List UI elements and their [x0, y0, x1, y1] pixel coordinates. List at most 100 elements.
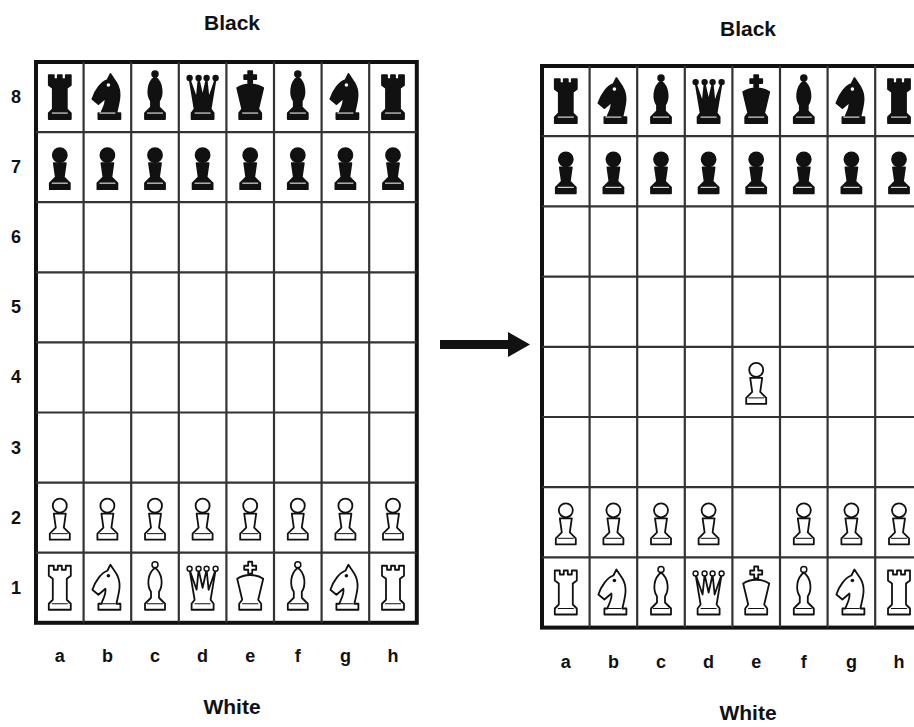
piece-detail — [52, 183, 68, 184]
piece-detail — [796, 608, 812, 609]
rank-number: 8 — [11, 88, 21, 106]
grid-line — [542, 486, 914, 488]
piece-eye — [345, 574, 349, 578]
piece-detail — [558, 608, 574, 609]
piece-outline — [606, 503, 620, 517]
grid-line — [826, 66, 828, 628]
piece-detail — [605, 117, 621, 118]
chess-piece — [335, 148, 355, 189]
piece-detail — [99, 603, 115, 604]
piece-outline — [699, 167, 719, 193]
chess-piece — [603, 503, 623, 544]
piece-detail — [385, 603, 401, 604]
piece-outline — [844, 503, 858, 517]
chess-piece — [794, 152, 814, 193]
piece-outline — [193, 514, 213, 540]
transition-arrow — [440, 332, 530, 357]
piece-outline — [53, 499, 67, 513]
piece-detail — [891, 187, 907, 188]
chess-piece — [97, 499, 117, 540]
piece-detail — [99, 183, 115, 184]
piece-outline — [100, 499, 114, 513]
piece-outline — [801, 75, 807, 81]
piece-outline — [295, 71, 301, 77]
piece-outline — [892, 503, 906, 517]
piece-outline — [746, 167, 766, 193]
chess-piece — [794, 75, 814, 123]
piece-outline — [794, 573, 814, 615]
piece-detail — [796, 538, 812, 539]
piece-outline — [559, 503, 573, 517]
chess-piece — [651, 75, 671, 123]
piece-outline — [836, 78, 864, 123]
chess-piece — [335, 499, 355, 540]
piece-outline — [693, 571, 698, 576]
piece-outline — [710, 571, 715, 576]
side-label: Black — [204, 12, 260, 33]
chess-piece — [693, 80, 724, 124]
chess-piece — [889, 503, 909, 544]
piece-outline — [196, 76, 201, 81]
piece-outline — [383, 163, 403, 189]
grid-line — [321, 62, 323, 623]
grid-line — [779, 66, 781, 628]
piece-outline — [196, 566, 201, 571]
chess-piece — [240, 148, 260, 189]
piece-outline — [100, 148, 114, 162]
piece-detail — [337, 113, 353, 114]
file-letter: c — [656, 653, 666, 671]
chess-piece — [288, 148, 308, 189]
chess-piece — [288, 71, 308, 119]
chess-piece — [145, 562, 165, 610]
piece-outline — [330, 565, 358, 610]
chess-piece — [382, 75, 404, 119]
chess-piece — [693, 571, 724, 615]
piece-outline — [746, 378, 766, 404]
piece-detail — [147, 533, 163, 534]
piece-outline — [797, 503, 811, 517]
piece-detail — [843, 538, 859, 539]
piece-detail — [748, 608, 764, 609]
piece-detail — [195, 603, 211, 604]
piece-outline — [148, 148, 162, 162]
chess-piece — [651, 503, 671, 544]
piece-outline — [693, 80, 698, 85]
piece-detail — [195, 113, 211, 114]
piece-detail — [605, 608, 621, 609]
piece-outline — [888, 571, 910, 615]
piece-outline — [213, 566, 218, 571]
piece-detail — [99, 533, 115, 534]
piece-detail — [290, 603, 306, 604]
file-letter: d — [197, 647, 208, 665]
chess-piece — [699, 503, 719, 544]
piece-outline — [556, 167, 576, 193]
piece-detail — [843, 187, 859, 188]
piece-outline — [749, 363, 763, 377]
piece-eye — [107, 83, 111, 87]
piece-outline — [291, 148, 305, 162]
grid-line — [542, 205, 914, 207]
chess-piece — [145, 71, 165, 119]
rank-number: 4 — [11, 368, 21, 386]
piece-detail — [52, 113, 68, 114]
chess-piece — [556, 152, 576, 193]
piece-detail — [242, 183, 258, 184]
piece-outline — [244, 71, 256, 83]
piece-outline — [145, 568, 165, 610]
grid-line — [542, 556, 914, 558]
side-label: Black — [720, 18, 776, 39]
grid-line — [542, 135, 914, 137]
piece-outline — [288, 514, 308, 540]
chess-piece — [288, 499, 308, 540]
piece-outline — [794, 81, 814, 123]
piece-outline — [204, 76, 209, 81]
piece-detail — [701, 187, 717, 188]
piece-eye — [613, 87, 617, 91]
piece-outline — [749, 152, 763, 166]
piece-outline — [244, 562, 256, 574]
piece-detail — [385, 533, 401, 534]
piece-outline — [658, 567, 664, 573]
piece-outline — [187, 76, 192, 81]
piece-outline — [556, 518, 576, 544]
